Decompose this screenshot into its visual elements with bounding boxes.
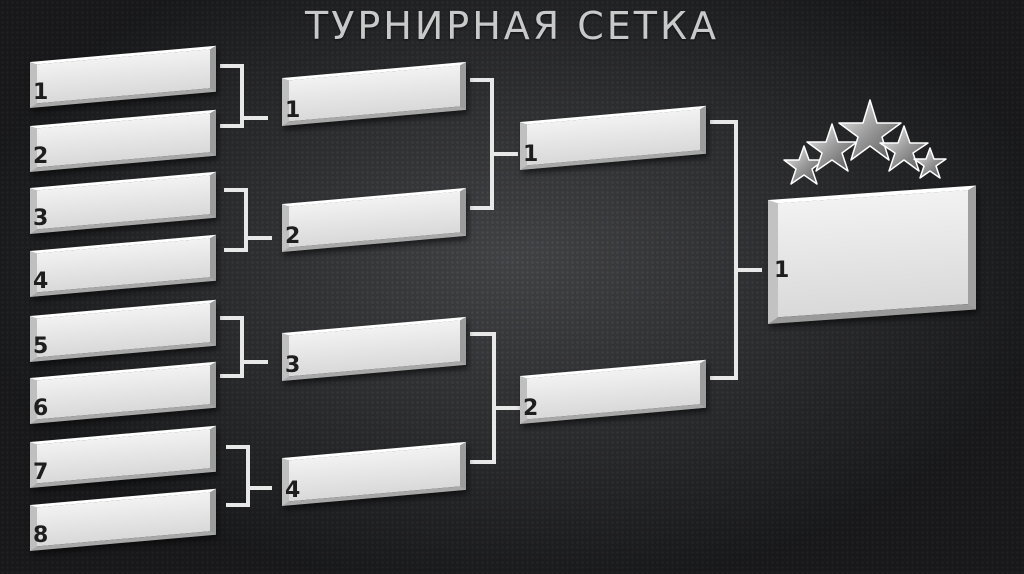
round1-slot-5[interactable]: 5 xyxy=(30,299,216,362)
round1-slot-1[interactable]: 1 xyxy=(30,45,216,108)
seed-number: 1 xyxy=(523,142,539,167)
round1-slot-6[interactable]: 6 xyxy=(30,361,216,424)
round1-slot-3[interactable]: 3 xyxy=(30,171,216,234)
seed-number: 1 xyxy=(33,80,49,105)
star-shape xyxy=(913,147,947,179)
seed-number: 3 xyxy=(285,353,301,378)
seed-number: 2 xyxy=(523,396,539,421)
connector-r2-2 xyxy=(470,332,520,464)
semifinal-slot-1[interactable]: 1 xyxy=(520,105,706,170)
connector-r1-1 xyxy=(220,64,268,128)
seed-number: 8 xyxy=(33,523,49,548)
seed-number: 3 xyxy=(33,206,49,231)
connector-r1-4 xyxy=(226,445,272,507)
round2-slot-2[interactable]: 2 xyxy=(282,187,466,252)
round2-slot-4[interactable]: 4 xyxy=(282,441,466,506)
semifinal-slot-2[interactable]: 2 xyxy=(520,359,706,424)
connector-r2-1 xyxy=(470,78,518,210)
stars-icon xyxy=(783,99,947,185)
seed-number: 2 xyxy=(285,224,301,249)
seed-number: 7 xyxy=(33,460,49,485)
round2-slot-1[interactable]: 1 xyxy=(282,61,466,126)
seed-number: 5 xyxy=(33,334,49,359)
star-shape xyxy=(838,99,902,161)
round1-slot-2[interactable]: 2 xyxy=(30,109,216,172)
seed-number: 2 xyxy=(33,144,49,169)
round1-slot-7[interactable]: 7 xyxy=(30,425,216,488)
star-shape xyxy=(879,125,929,172)
seed-number: 4 xyxy=(33,269,49,294)
seed-number: 1 xyxy=(774,258,790,283)
round1-slot-8[interactable]: 8 xyxy=(30,488,216,551)
seed-number: 1 xyxy=(285,98,301,123)
final-slot[interactable]: 1 xyxy=(768,185,976,324)
connector-r1-3 xyxy=(220,316,268,378)
page-title: ТУРНИРНАЯ СЕТКА xyxy=(305,4,719,48)
seed-number: 6 xyxy=(33,396,49,421)
round1-slot-4[interactable]: 4 xyxy=(30,234,216,297)
round2-slot-3[interactable]: 3 xyxy=(282,316,466,381)
star-shape xyxy=(806,123,858,172)
connector-sf xyxy=(710,120,762,380)
connector-r1-2 xyxy=(224,188,272,252)
seed-number: 4 xyxy=(285,478,301,503)
slot-box xyxy=(768,185,976,324)
